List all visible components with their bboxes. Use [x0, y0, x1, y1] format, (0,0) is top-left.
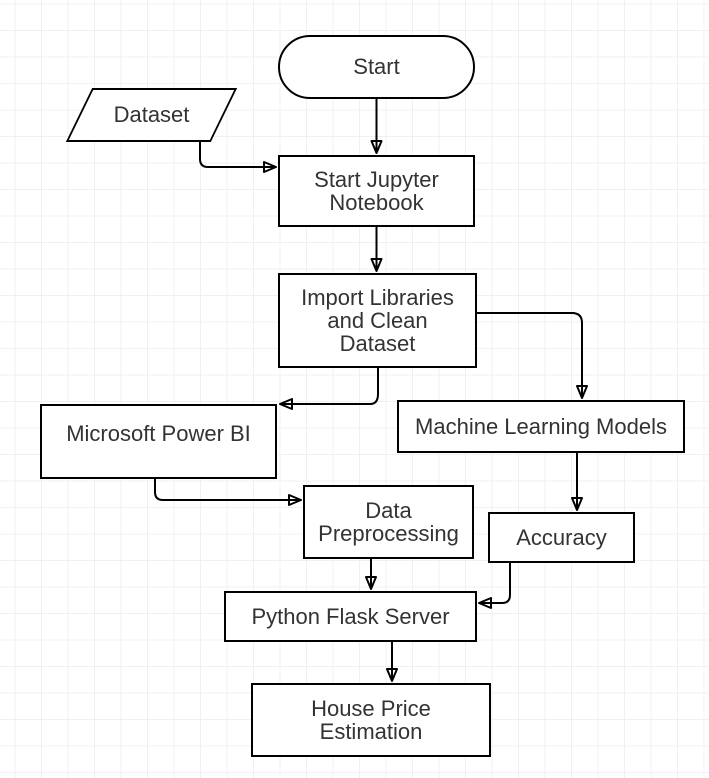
edge-import-to-ml-models[interactable]	[477, 312, 588, 399]
node-python-flask-server[interactable]: Python Flask Server	[224, 591, 477, 642]
node-dataset[interactable]: Dataset	[65, 88, 238, 142]
edge-accuracy-to-flask[interactable]	[478, 563, 511, 609]
node-label: Python Flask Server	[251, 603, 450, 629]
node-label: House Price Estimation	[311, 695, 431, 744]
node-accuracy[interactable]: Accuracy	[488, 512, 635, 563]
edge-power-bi-to-preprocessing[interactable]	[154, 479, 302, 506]
node-start[interactable]: Start	[278, 35, 475, 99]
node-label: Import Libraries and Clean Dataset	[301, 284, 454, 357]
node-label: Dataset	[113, 102, 190, 128]
node-microsoft-power-bi[interactable]: Microsoft Power BI	[40, 404, 277, 479]
node-label: Start Jupyter Notebook	[314, 166, 439, 215]
node-label: Microsoft Power BI	[66, 420, 251, 446]
edge-import-to-power-bi[interactable]	[279, 368, 379, 410]
node-machine-learning-models[interactable]: Machine Learning Models	[397, 400, 685, 453]
node-label: Start	[353, 54, 400, 80]
node-import-libraries-clean-dataset[interactable]: Import Libraries and Clean Dataset	[278, 273, 477, 368]
node-label: Machine Learning Models	[415, 413, 667, 439]
node-label: Data Preprocessing	[318, 497, 459, 546]
edge-dataset-to-jupyter[interactable]	[199, 142, 277, 173]
node-house-price-estimation[interactable]: House Price Estimation	[251, 683, 491, 757]
node-start-jupyter-notebook[interactable]: Start Jupyter Notebook	[278, 155, 475, 227]
node-label: Accuracy	[516, 524, 607, 550]
node-data-preprocessing[interactable]: Data Preprocessing	[303, 485, 474, 559]
